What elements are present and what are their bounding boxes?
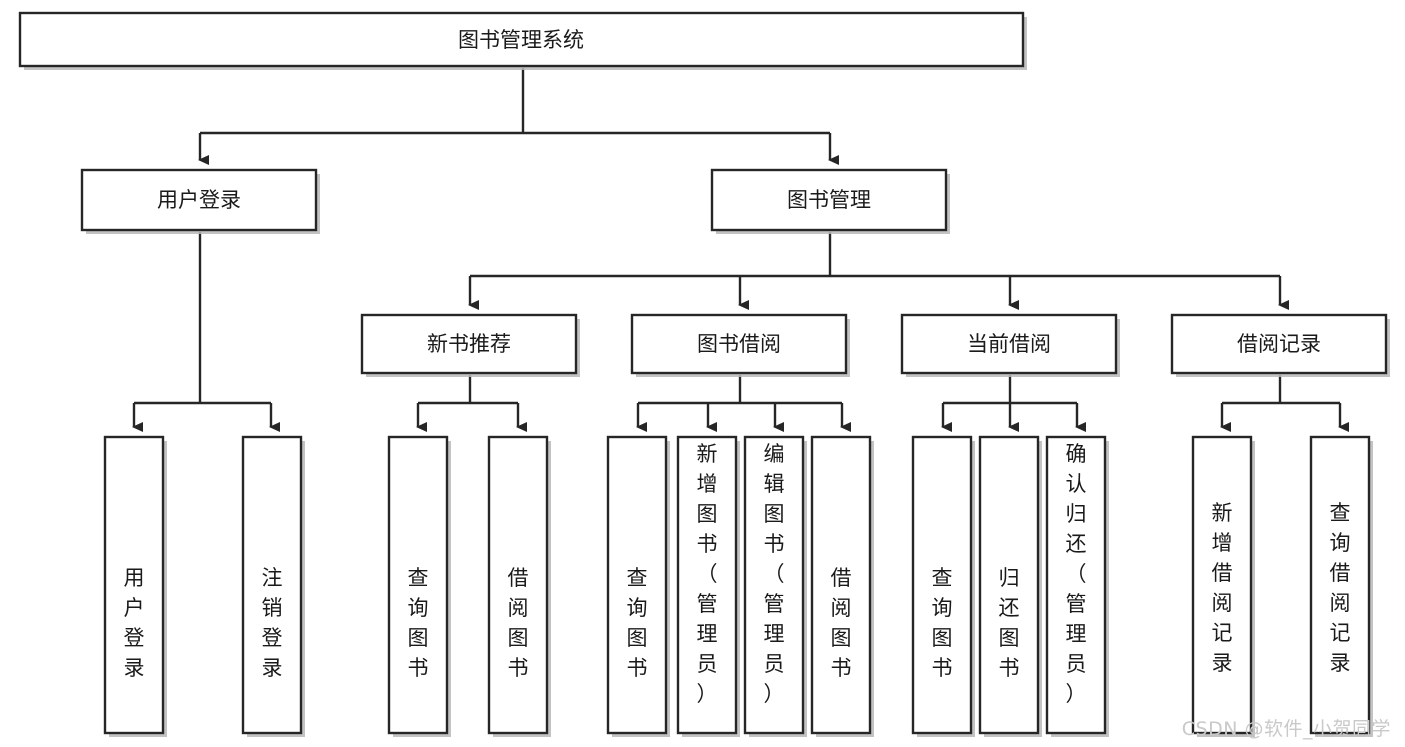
- leaf-user-login[interactable]: 用户登录: [103, 435, 167, 737]
- leaf-query-book-1-label: 查询图书: [408, 566, 429, 680]
- leaf-query-record[interactable]: 查询借阅记录: [1309, 435, 1373, 737]
- leaf-user-logout-label: 注销登录: [262, 566, 283, 680]
- leaf-confirm-return[interactable]: 确认归还（管理员）: [1045, 435, 1109, 737]
- leaf-borrow-book-1[interactable]: 借阅图书: [487, 435, 551, 737]
- leaf-add-book[interactable]: 新增图书（管理员）: [676, 435, 740, 737]
- leaf-user-login-label: 用户登录: [124, 566, 145, 680]
- leaf-add-record-label: 新增借阅记录: [1212, 501, 1233, 675]
- node-book-borrow-label: 图书借阅: [697, 332, 781, 356]
- leaf-query-book-2-label: 查询图书: [627, 566, 648, 680]
- node-new-book-recommend-label: 新书推荐: [427, 332, 511, 356]
- leaf-borrow-book-2-label: 借阅图书: [831, 566, 852, 680]
- node-borrow-record[interactable]: 借阅记录: [1170, 313, 1390, 377]
- node-book-borrow[interactable]: 图书借阅: [630, 313, 850, 377]
- leaf-add-record[interactable]: 新增借阅记录: [1191, 435, 1255, 737]
- node-user-login[interactable]: 用户登录: [80, 168, 320, 234]
- leaf-user-logout[interactable]: 注销登录: [241, 435, 305, 737]
- leaf-query-book-3[interactable]: 查询图书: [911, 435, 975, 737]
- leaf-add-book-label: 新增图书（管理员）: [697, 442, 718, 706]
- leaf-borrow-book-2[interactable]: 借阅图书: [810, 435, 874, 737]
- node-user-login-label: 用户登录: [157, 188, 241, 212]
- node-new-book-recommend[interactable]: 新书推荐: [360, 313, 580, 377]
- leaf-borrow-book-1-label: 借阅图书: [508, 566, 529, 680]
- node-root[interactable]: 图书管理系统: [18, 11, 1027, 70]
- leaf-return-book[interactable]: 归还图书: [978, 435, 1042, 737]
- node-book-management[interactable]: 图书管理: [710, 168, 950, 234]
- node-book-management-label: 图书管理: [787, 188, 871, 212]
- leaf-return-book-label: 归还图书: [999, 566, 1020, 680]
- node-current-borrow-label: 当前借阅: [967, 332, 1051, 356]
- leaf-query-book-3-label: 查询图书: [932, 566, 953, 680]
- node-current-borrow[interactable]: 当前借阅: [900, 313, 1120, 377]
- leaf-query-book-1[interactable]: 查询图书: [387, 435, 451, 737]
- connector-layer: [132, 68, 1349, 432]
- leaf-edit-book-label: 编辑图书（管理员）: [764, 442, 785, 706]
- leaf-query-record-label: 查询借阅记录: [1330, 501, 1351, 675]
- leaf-query-book-2[interactable]: 查询图书: [606, 435, 670, 737]
- node-root-label: 图书管理系统: [458, 28, 584, 52]
- leaf-confirm-return-label: 确认归还（管理员）: [1066, 442, 1087, 706]
- csdn-watermark: CSDN @软件_小贺同学: [1181, 718, 1391, 740]
- node-borrow-record-label: 借阅记录: [1237, 332, 1321, 356]
- leaf-edit-book[interactable]: 编辑图书（管理员）: [743, 435, 807, 737]
